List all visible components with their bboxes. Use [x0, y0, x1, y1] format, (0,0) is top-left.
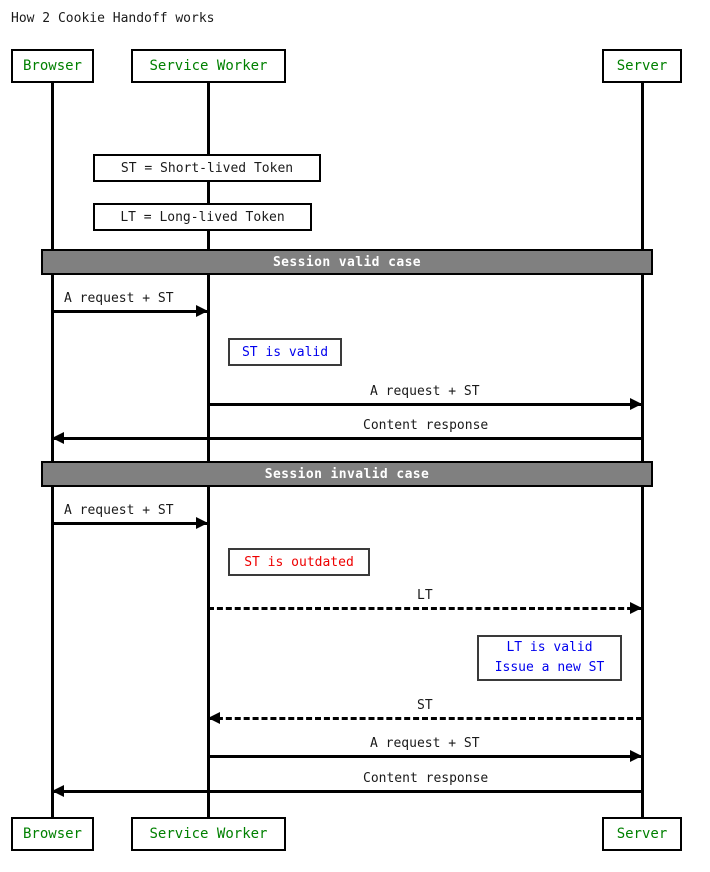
footer-participant-browser[interactable]: Browser — [11, 817, 94, 851]
arrowhead-right-icon — [630, 398, 642, 410]
message-label: Content response — [363, 418, 489, 433]
state-note-line: ST is valid — [241, 344, 329, 360]
message-line — [208, 717, 642, 720]
diagram-title: How 2 Cookie Handoff works — [11, 11, 215, 26]
state-note-line: LT is valid — [506, 639, 593, 655]
footer-participant-service-worker[interactable]: Service Worker — [131, 817, 286, 851]
message-line — [52, 310, 208, 313]
lifeline-service-worker — [207, 83, 210, 817]
message-label: Content response — [363, 771, 489, 786]
state-note-st-is-outdated: ST is outdated — [228, 548, 370, 576]
arrowhead-left-icon — [208, 712, 220, 724]
lifeline-browser — [51, 83, 54, 817]
message-line — [208, 755, 642, 758]
message-sw-to-server-request-valid — [208, 398, 642, 410]
message-line — [52, 522, 208, 525]
message-line — [208, 403, 642, 406]
definition-note: ST = Short-lived Token — [93, 154, 321, 182]
message-server-to-sw-st — [208, 712, 642, 724]
arrowhead-left-icon — [52, 432, 64, 444]
arrowhead-right-icon — [630, 750, 642, 762]
state-note-st-is-valid: ST is valid — [228, 338, 342, 366]
message-label: A request + ST — [370, 384, 480, 399]
arrowhead-right-icon — [196, 517, 208, 529]
state-note-line: Issue a new ST — [494, 660, 605, 675]
fragment-divider: Session invalid case — [41, 461, 653, 487]
lifeline-server — [641, 83, 644, 817]
message-label: LT — [417, 588, 433, 603]
definition-note: LT = Long-lived Token — [93, 203, 312, 231]
message-server-to-browser-content-valid — [52, 432, 642, 444]
message-line — [208, 607, 642, 610]
arrowhead-right-icon — [196, 305, 208, 317]
state-note-line: ST is outdated — [244, 554, 354, 570]
message-sw-to-server-request-new-st — [208, 750, 642, 762]
footer-participant-server[interactable]: Server — [602, 817, 682, 851]
header-participant-service-worker[interactable]: Service Worker — [131, 49, 286, 83]
arrowhead-left-icon — [52, 785, 64, 797]
message-server-to-browser-content-invalid — [52, 785, 642, 797]
message-label: A request + ST — [64, 291, 174, 306]
message-browser-to-sw-request-valid — [52, 305, 208, 317]
message-browser-to-sw-request-invalid — [52, 517, 208, 529]
header-participant-browser[interactable]: Browser — [11, 49, 94, 83]
message-line — [52, 437, 642, 440]
message-label: A request + ST — [370, 736, 480, 751]
arrowhead-right-icon — [630, 602, 642, 614]
message-sw-to-server-lt — [208, 602, 642, 614]
header-participant-server[interactable]: Server — [602, 49, 682, 83]
message-label: ST — [417, 698, 433, 713]
message-line — [52, 790, 642, 793]
message-label: A request + ST — [64, 503, 174, 518]
fragment-divider: Session valid case — [41, 249, 653, 275]
